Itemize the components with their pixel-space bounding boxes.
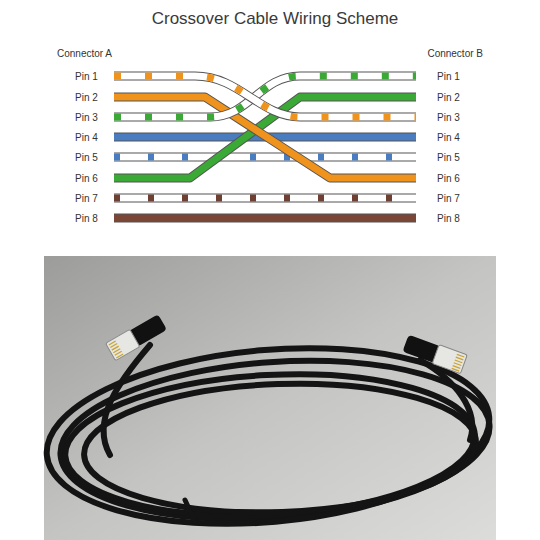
pin-label: Pin 8	[75, 213, 98, 224]
pin-label: Pin 1	[437, 71, 460, 82]
pin-label: Pin 6	[75, 173, 98, 184]
pin-label: Pin 2	[75, 92, 98, 103]
wire-a1-b3	[114, 76, 416, 117]
pin-label: Pin 2	[437, 92, 460, 103]
pin-label: Pin 5	[437, 152, 460, 163]
pin-label: Pin 3	[75, 112, 98, 123]
wire-a3-b1	[114, 76, 416, 117]
pin-label: Pin 7	[437, 193, 460, 204]
pin-label: Pin 3	[437, 112, 460, 123]
pin-label: Pin 6	[437, 173, 460, 184]
pin-label: Pin 7	[75, 193, 98, 204]
connector-label: Connector B	[427, 48, 483, 59]
pin-label: Pin 4	[437, 132, 460, 143]
pin-label: Pin 4	[75, 132, 98, 143]
pin-label: Pin 5	[75, 152, 98, 163]
wire-pin7	[114, 198, 416, 199]
pin-label: Pin 8	[437, 213, 460, 224]
diagram-title: Crossover Cable Wiring Scheme	[152, 10, 399, 29]
pin-label: Pin 1	[75, 71, 98, 82]
wire-pin8	[114, 218, 416, 219]
cable-photo	[39, 256, 496, 540]
wire-set	[114, 76, 416, 218]
connector-label: Connector A	[57, 48, 112, 59]
wire-pin5	[114, 157, 416, 158]
